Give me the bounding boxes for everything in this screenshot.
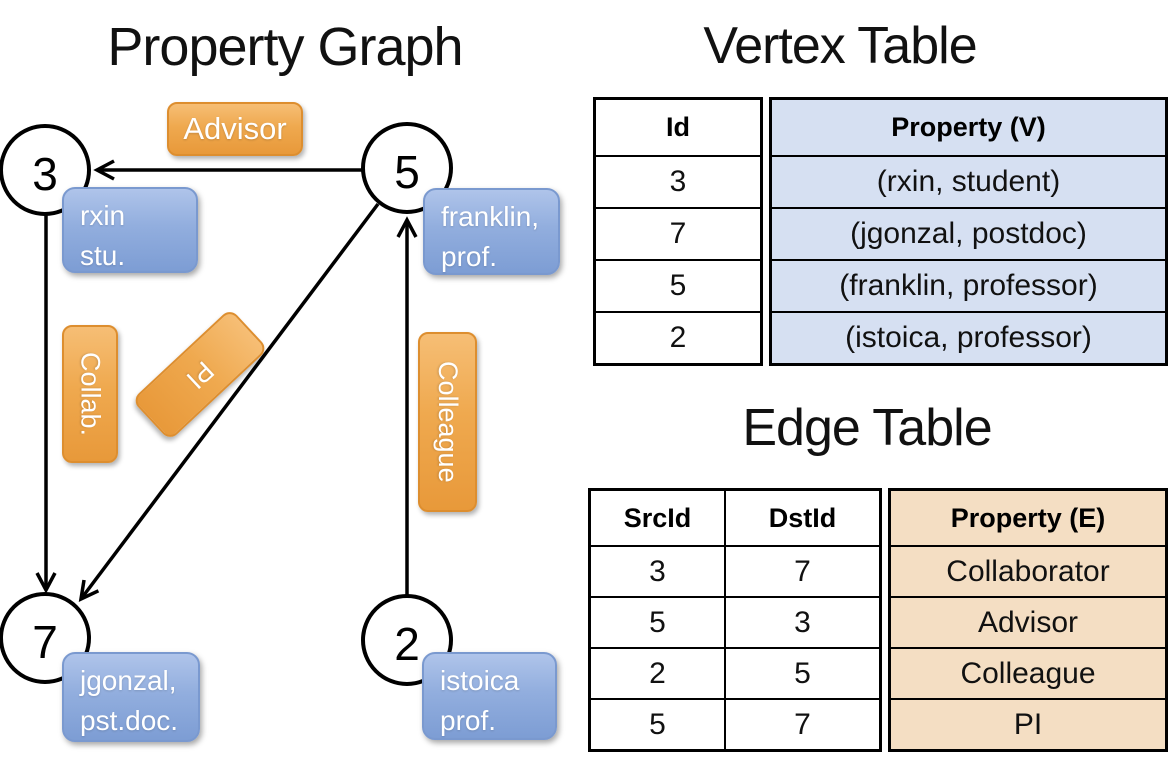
edge-table-property-header: Property (E) [950, 502, 1106, 533]
edge-pi-5-to-7 [78, 202, 380, 602]
vertex-table-id-column: Id 3 7 5 2 [593, 97, 763, 366]
vertex-label-line: prof. [441, 241, 498, 272]
vertex-table-id-cell: 2 [596, 311, 760, 363]
node-id-5: 5 [394, 146, 420, 198]
edge-table-property-cell: PI [891, 698, 1165, 749]
vertex-table-id-header: Id [666, 112, 690, 142]
edge-table-dst-cell: 7 [726, 545, 879, 596]
node-id-7: 7 [32, 616, 58, 668]
edge-table-dst-cell: 7 [726, 698, 879, 749]
edge-table-title: Edge Table [742, 399, 992, 457]
vertex-label-line: franklin, [441, 201, 540, 232]
edge-label-colleague: Colleague [418, 332, 477, 512]
edge-table-src-cell: 2 [591, 647, 726, 698]
vertex-table: Id 3 7 5 2 Property (V) (rxin, student) … [593, 97, 1168, 366]
vertex-table-id-cell: 7 [596, 207, 760, 259]
edge-table-property-cell: Colleague [891, 647, 1165, 698]
node-id-3: 3 [32, 148, 58, 200]
edge-table-dst-cell: 5 [726, 647, 879, 698]
vertex-label-line: prof. [440, 705, 497, 736]
vertex-label-line: istoica [440, 665, 520, 696]
edge-table-src-dst-columns: SrcId DstId 3 7 5 3 2 5 5 7 [588, 488, 882, 752]
edge-label-collab: Collab. [62, 325, 118, 463]
edge-table-property-column: Property (E) Collaborator Advisor Collea… [888, 488, 1168, 752]
vertex-label-line: pst.doc. [80, 705, 179, 736]
vertex-table-property-cell: (franklin, professor) [772, 259, 1165, 311]
edge-table-property-cell: Collaborator [891, 545, 1165, 596]
vertex-table-id-cell: 3 [596, 155, 760, 207]
edge-table-dst-cell: 3 [726, 596, 879, 647]
vertex-label-jgonzal: jgonzal, pst.doc. [62, 652, 200, 742]
vertex-label-franklin: franklin, prof. [423, 188, 560, 275]
vertex-label-istoica: istoica prof. [422, 652, 557, 740]
edge-label-advisor: Advisor [167, 102, 303, 156]
edge-table-dst-header: DstId [768, 502, 837, 533]
edge-table-property-cell: Advisor [891, 596, 1165, 647]
vertex-table-property-cell: (istoica, professor) [772, 311, 1165, 363]
node-id-2: 2 [394, 618, 420, 670]
vertex-table-property-cell: (rxin, student) [772, 155, 1165, 207]
vertex-table-property-cell: (jgonzal, postdoc) [772, 207, 1165, 259]
vertex-label-rxin: rxin stu. [62, 187, 198, 273]
vertex-label-line: stu. [80, 240, 126, 271]
vertex-label-line: jgonzal, [80, 665, 177, 696]
vertex-table-property-column: Property (V) (rxin, student) (jgonzal, p… [769, 97, 1168, 366]
vertex-table-id-cell: 5 [596, 259, 760, 311]
vertex-label-line: rxin [80, 200, 126, 231]
edge-table-src-cell: 3 [591, 545, 726, 596]
vertex-table-property-header: Property (V) [891, 112, 1046, 142]
edge-table-src-header: SrcId [591, 491, 726, 545]
edge-table: SrcId DstId 3 7 5 3 2 5 5 7 Property (E)… [588, 488, 1168, 752]
edge-table-src-cell: 5 [591, 698, 726, 749]
vertex-table-title: Vertex Table [703, 17, 977, 75]
property-graph-title: Property Graph [107, 17, 463, 77]
edge-table-src-cell: 5 [591, 596, 726, 647]
